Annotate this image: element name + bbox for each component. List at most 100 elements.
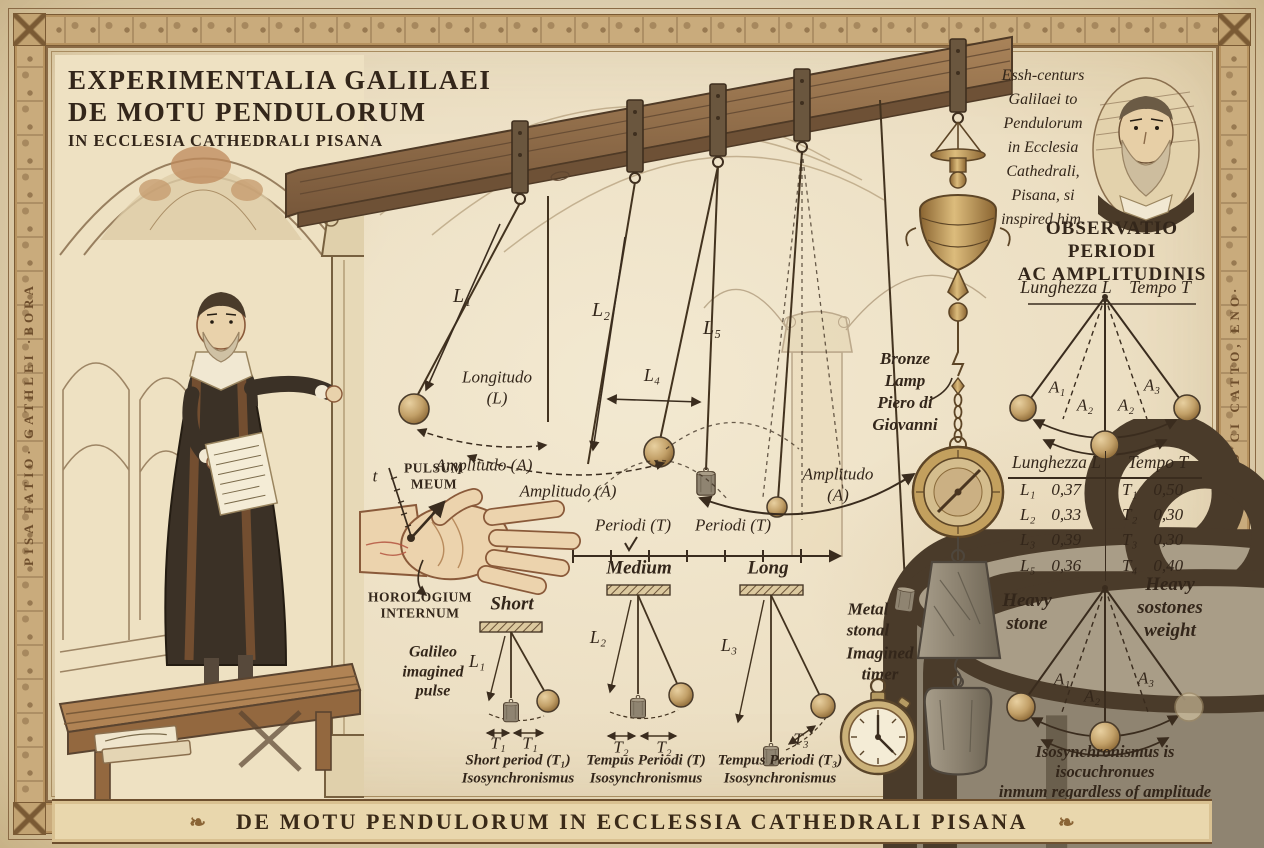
cell-l3-label: L₃ xyxy=(1020,530,1036,550)
title-line3: IN ECCLESIA CATHEDRALI PISANA xyxy=(68,130,384,150)
table-row: T₂ 0,30 xyxy=(1114,502,1202,527)
books-on-table xyxy=(93,725,192,764)
label-a3-top: A₃ xyxy=(1143,375,1161,395)
stand-long-diagram xyxy=(735,584,836,767)
table-row: T₃ 0,30 xyxy=(1114,528,1202,553)
pendulum-bob-ball xyxy=(643,436,675,468)
pendulum-bob-cylinder xyxy=(696,467,716,496)
cell-t3-value: 0,30 xyxy=(1153,530,1184,550)
checkmark-icon xyxy=(624,536,638,552)
cell-l5-label: L₅ xyxy=(1020,555,1036,575)
stand-short-length: L₁ xyxy=(468,651,486,672)
stand-medium-caption: Tempus Periodi (T) Isosynchronismus xyxy=(586,752,706,787)
stand-short-caption: Short period (T₁) Isosynchronismus xyxy=(461,752,575,787)
label-a1-bottom: A₁ xyxy=(1053,669,1071,689)
label-l1: L₁ xyxy=(452,284,472,307)
subheader-lunghezza: Lunghezza L xyxy=(1020,277,1112,298)
stand-medium-title: Medium xyxy=(606,557,672,579)
label-longitudo: Longitudo (L) xyxy=(462,367,532,407)
timeline-axis xyxy=(572,536,842,563)
frame-band-top xyxy=(14,14,1250,46)
cell-l1-value: 0,37 xyxy=(1051,479,1082,499)
heavy-stone-label: Heavy stone xyxy=(1002,589,1052,634)
galileo-pulse-caption: Galileo imagined pulse xyxy=(402,643,464,700)
wooden-beam xyxy=(285,35,1013,228)
label-periodi-b: Periodi (T) xyxy=(694,515,772,535)
horologium-label: HOROLOGIUM INTERNUM xyxy=(367,589,473,621)
stone-weight-icon xyxy=(916,537,1002,660)
stand-short-t-left: T₁ xyxy=(490,733,506,753)
cell-l1-label: L₁ xyxy=(1020,479,1036,499)
measurement-lines xyxy=(416,150,916,520)
stand-medium-t-right: T₂ xyxy=(656,737,672,757)
imagined-timer-label: Imagined timer xyxy=(846,643,914,683)
table-row: L₁ 0,37 xyxy=(1012,477,1101,502)
label-a1-top: A₁ xyxy=(1048,377,1066,397)
label-amplitudo-c: Amplitudo (A) xyxy=(802,464,874,504)
stand-short-t-right: T₁ xyxy=(522,733,538,753)
label-a2b-top: A₂ xyxy=(1117,395,1135,415)
main-title: EXPERIMENTALIA GALILAEI DE MOTU PENDULOR… xyxy=(68,64,491,151)
title-line1: EXPERIMENTALIA GALILAEI xyxy=(68,65,492,95)
frame-corner-tr xyxy=(1218,13,1251,46)
cell-l3-value: 0,39 xyxy=(1051,530,1082,550)
heavy-stones-weight-label: Heavy sostones weight xyxy=(1137,574,1203,642)
cell-l5-value: 0,36 xyxy=(1051,555,1082,575)
stand-medium-t-left: T₂ xyxy=(613,737,629,757)
chain-links xyxy=(953,393,963,443)
compass-scale-icon xyxy=(911,436,1005,539)
table-row: L₂ 0,33 xyxy=(1012,502,1101,527)
banner-text: DE MOTU PENDULORUM IN ECCLESSIA CATHEDRA… xyxy=(236,808,1028,834)
cell-t4-value: 0,40 xyxy=(1153,555,1184,575)
label-t: t xyxy=(372,466,378,486)
stand-long-length: L₃ xyxy=(720,635,738,656)
cell-t2-label: T₂ xyxy=(1122,504,1138,524)
portrait-caption: Essh-centurs Galilaei to Pendulorum in E… xyxy=(1001,67,1085,228)
banner-ornament-right-icon xyxy=(1058,809,1075,835)
stand-short-title: Short xyxy=(490,593,534,615)
cell-t2-value: 0,30 xyxy=(1153,504,1184,524)
pulsum-meum-label: PULSUM MEUM xyxy=(404,460,464,492)
background-column xyxy=(703,274,987,557)
label-a2a-top: A₂ xyxy=(1076,395,1094,415)
label-l2: L₂ xyxy=(591,298,611,321)
hand-pulse-illustration xyxy=(359,467,581,596)
cell-t1-label: T₁ xyxy=(1122,479,1138,499)
cell-l2-value: 0,33 xyxy=(1051,504,1082,524)
portrait-galileo xyxy=(1092,77,1200,233)
frame-corner-tl xyxy=(13,13,46,46)
label-a3-bottom: A₃ xyxy=(1137,668,1155,688)
metal-stone-label: Metal stonal xyxy=(846,599,890,639)
table-header-rule xyxy=(1008,477,1202,479)
stand-short-diagram xyxy=(479,621,560,738)
wooden-table xyxy=(58,662,362,799)
label-l5: L₅ xyxy=(702,316,722,339)
stand-long-caption: Tempus Periodi (T₃) Isosynchronismus xyxy=(717,752,843,787)
pendulum-bob-ball xyxy=(398,393,430,425)
bottom-banner: DE MOTU PENDULORUM IN ECCLESSIA CATHEDRA… xyxy=(52,799,1212,844)
stand-medium-length: L₂ xyxy=(589,627,607,648)
cell-l2-label: L₂ xyxy=(1020,504,1036,524)
subheader-tempo: Tempo T xyxy=(1129,277,1191,298)
bronze-lamp-icon xyxy=(905,121,1011,396)
table-col-header-lunghezza: Lunghezza L xyxy=(1012,452,1101,472)
title-line2: DE MOTU PENDULORUM xyxy=(68,97,427,128)
cell-t3-label: T₃ xyxy=(1122,530,1138,550)
fan-diagram-bottom xyxy=(1006,585,1204,757)
cup-weight-icon xyxy=(923,657,993,776)
stand-long-title: Long xyxy=(747,557,789,579)
isochronism-caption: Isosynchronismus is isocuchronues inmum … xyxy=(998,741,1212,802)
pulse-veins xyxy=(365,541,409,556)
table-col-header-tempo: Tempo T xyxy=(1127,452,1189,472)
lamp-pointer-line xyxy=(929,377,953,401)
stand-long-t: T₃ xyxy=(793,729,809,749)
bronze-lamp-label: Bronze Lamp Piero di Giovanni xyxy=(872,348,938,435)
banner-ornament-left-icon xyxy=(189,809,206,835)
label-periodi-a: Periodi (T) xyxy=(594,515,672,535)
table-row: L₅ 0,36 xyxy=(1012,553,1101,578)
